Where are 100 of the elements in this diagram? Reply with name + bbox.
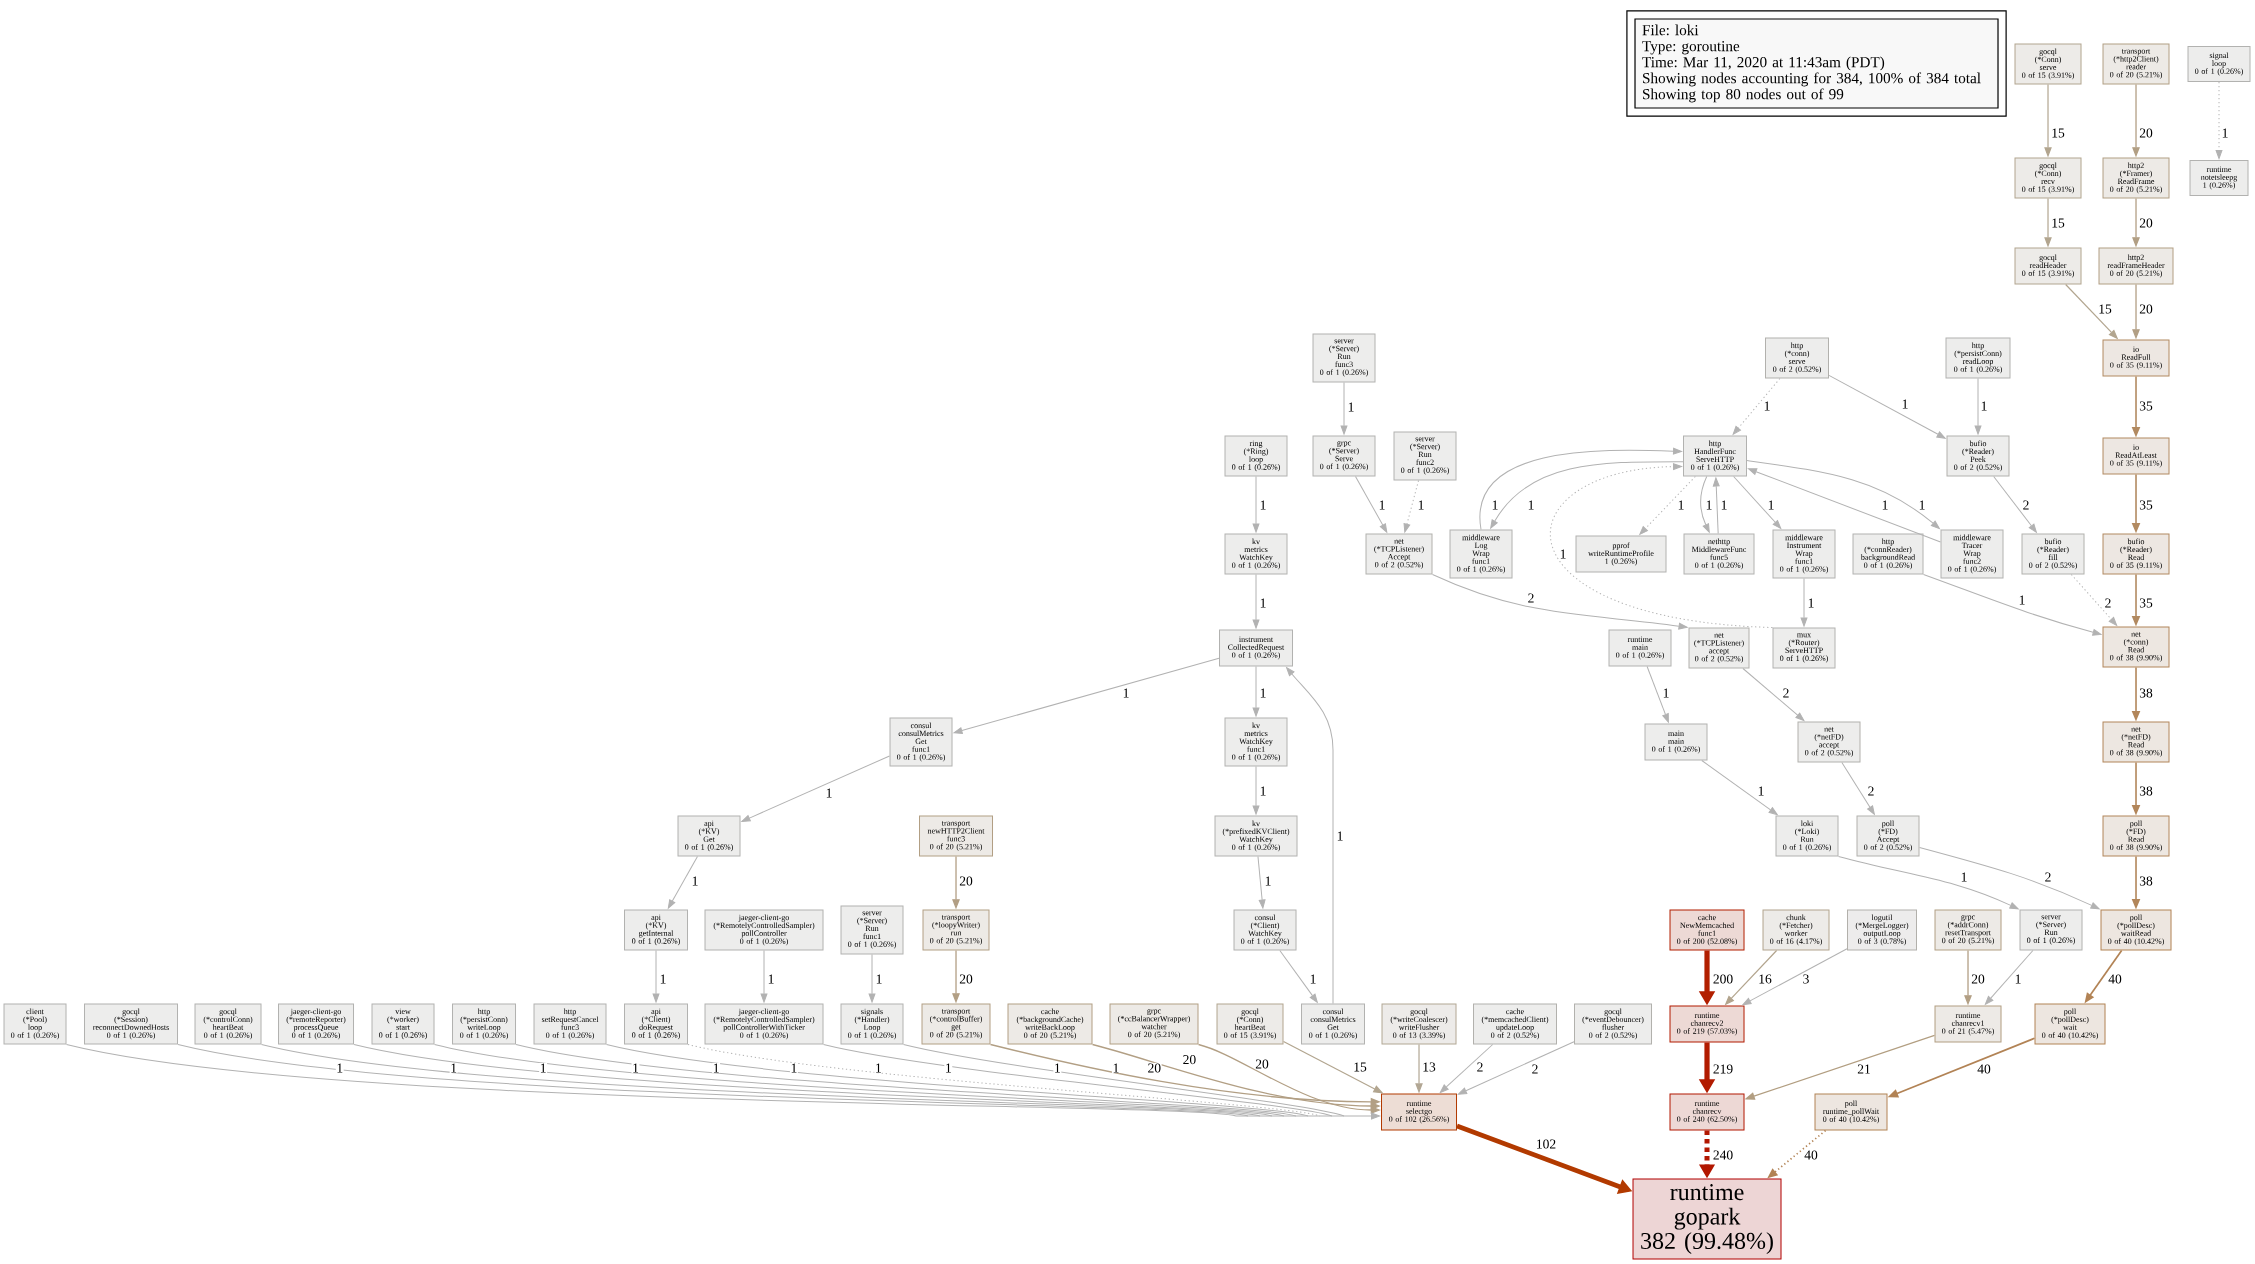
function-box: poll (*FD) Read 0 of 38 (9.90%) xyxy=(2102,815,2170,857)
function-box: instrument CollectedRequest 0 of 1 (0.26%) xyxy=(1219,629,1293,667)
arrow xyxy=(1984,950,2034,1005)
function-box: cache (*memcachedClient) updateLoop 0 of 2 (0.52%) xyxy=(1473,1003,1557,1045)
edge-label: 102 xyxy=(1535,1138,1557,1150)
arrow xyxy=(667,856,698,909)
function-box: transport newHTTP2Client func3 0 of 20 (5.21%) xyxy=(919,815,993,857)
edge-label: 1 xyxy=(2018,594,2026,606)
edge-label: 21 xyxy=(1856,1063,1872,1075)
edge-label: 1 xyxy=(1122,687,1130,699)
function-box: kv metrics WatchKey 0 of 1 (0.26%) xyxy=(1224,533,1288,575)
arrow xyxy=(1235,1112,1380,1120)
dotted-arrow xyxy=(1639,476,1696,535)
edge-label: 20 xyxy=(1970,973,1986,985)
edge-label: 2 xyxy=(1527,592,1535,604)
edge-label: 38 xyxy=(2138,687,2154,699)
edge-label: 1 xyxy=(1559,548,1567,560)
function-box: runtime selectgo 0 of 102 (26.56%) xyxy=(1381,1093,1457,1131)
arrow xyxy=(1252,666,1260,717)
edge-label: 1 xyxy=(2221,127,2229,139)
edge-label: 15 xyxy=(1352,1061,1368,1073)
function-box: jaeger-client-go (*RemotelyControlledSampler) pollController 0 of 1 (0.26%) xyxy=(704,909,824,951)
function-box: gocql (*eventDebouncer) flusher 0 of 2 (0.52%) xyxy=(1574,1003,1652,1045)
edge-label: 1 xyxy=(1491,499,1499,511)
function-box: net (*conn) Read 0 of 38 (9.90%) xyxy=(2102,626,2170,668)
arrow xyxy=(1355,476,1388,533)
function-box: http HandlerFunc ServeHTTP 0 of 1 (0.26%) xyxy=(1683,435,1747,477)
function-box: runtime notetsleepg 1 (0.26%) xyxy=(2189,160,2249,196)
edge-label: 240 xyxy=(1712,1149,1734,1161)
edge-label: 16 xyxy=(1757,973,1773,985)
function-box: transport (*http2Client) reader 0 of 20 (5.21%) xyxy=(2102,43,2170,85)
function-box: gocql (*controlConn) heartBeat 0 of 1 (0.26%) xyxy=(194,1003,262,1045)
edge-label: 1 xyxy=(1918,499,1926,511)
edge-label: 200 xyxy=(1712,973,1734,985)
function-box: runtime chanrecv 0 of 240 (62.50%) xyxy=(1669,1093,1745,1131)
edge-label: 1 xyxy=(1980,400,1988,412)
function-box: main main 0 of 1 (0.26%) xyxy=(1644,723,1708,761)
function-box: runtime main 0 of 1 (0.26%) xyxy=(1608,629,1672,667)
edge-label: 1 xyxy=(1417,499,1425,511)
function-box: jaeger-client-go (*remoteReporter) processQueue 0 of 1 (0.26%) xyxy=(278,1003,354,1045)
function-box: transport (*loopyWriter) run 0 of 20 (5.21%) xyxy=(922,909,990,951)
edge-label: 35 xyxy=(2138,400,2154,412)
function-box: middleware Log Wrap func1 0 of 1 (0.26%) xyxy=(1449,529,1513,579)
dotted-arrow xyxy=(2215,81,2223,159)
arrow xyxy=(953,657,1220,734)
function-box: mux (*Router) ServeHTTP 0 of 1 (0.26%) xyxy=(1772,627,1836,669)
arrow xyxy=(1252,476,1260,533)
function-box: middleware Tracer Wrap func2 0 of 1 (0.26%) xyxy=(1940,529,2004,579)
function-box: http2 (*Framer) ReadFrame 0 of 20 (5.21%) xyxy=(2102,157,2170,199)
function-box: ring (*Ring) loop 0 of 1 (0.26%) xyxy=(1224,435,1288,477)
function-box: poll (*FD) Accept 0 of 2 (0.52%) xyxy=(1856,815,1920,857)
edge-label: 1 xyxy=(1378,499,1386,511)
edge-label: 1 xyxy=(874,1062,883,1074)
function-box: bufio (*Reader) Read 0 of 35 (9.11%) xyxy=(2102,533,2170,575)
function-box: consul consulMetrics Get 0 of 1 (0.26%) xyxy=(1301,1003,1365,1045)
arrow xyxy=(1646,666,1669,723)
edge-label: 15 xyxy=(2050,127,2066,139)
edge-label: 1 xyxy=(1662,687,1670,699)
function-box: gocql (*Conn) serve 0 of 15 (3.91%) xyxy=(2014,43,2082,85)
arrow xyxy=(1279,950,1318,1003)
edge-label: 1 xyxy=(1767,499,1775,511)
edge-label: 40 xyxy=(1976,1063,1992,1075)
function-box: kv (*prefixedKVClient) WatchKey 0 of 1 (0.26%) xyxy=(1214,815,1298,857)
edge-label: 2 xyxy=(1476,1061,1484,1073)
dotted-arrow xyxy=(1550,463,1773,628)
edge-label: 20 xyxy=(1146,1062,1162,1074)
arrow xyxy=(1733,476,1782,529)
edge-label: 1 xyxy=(1720,499,1728,511)
function-box: io ReadAtLeast 0 of 35 (9.11%) xyxy=(2102,437,2170,475)
arrow xyxy=(1701,760,1778,816)
edge-label: 1 xyxy=(1881,499,1889,511)
arrow xyxy=(1286,667,1334,1004)
arrow xyxy=(1742,668,1805,721)
function-box: client (*Pool) loop 0 of 1 (0.26%) xyxy=(3,1003,67,1045)
function-box: nethttp MiddlewareFunc func5 0 of 1 (0.26%) xyxy=(1683,533,1755,575)
arrow xyxy=(1742,948,1848,1006)
arrow xyxy=(1340,382,1348,435)
function-box: transport (*controlBuffer) get 0 of 20 (5.21%) xyxy=(921,1003,991,1045)
function-box: grpc (*Server) Serve 0 of 1 (0.26%) xyxy=(1312,435,1376,477)
function-box: gocql (*Session) reconnectDownedHosts 0 of 1 (0.26%) xyxy=(84,1003,178,1045)
edge-label: 1 xyxy=(1336,830,1344,842)
function-box: poll (*pollDesc) wait 0 of 40 (10.42%) xyxy=(2034,1003,2106,1045)
info-box: File: loki Type: goroutine Time: Mar 11, 2020 at 11:43am (PDT) Showing nodes accounting for 384, 100% of 384 total Showing top 80 nodes out of 99 xyxy=(1626,10,2007,117)
function-box: signals (*Handler) Loop 0 of 1 (0.26%) xyxy=(840,1003,904,1045)
function-box: net (*netFD) Read 0 of 38 (9.90%) xyxy=(2102,721,2170,763)
edge-label: 1 xyxy=(691,875,699,887)
function-box: server (*Server) Run func3 0 of 1 (0.26%) xyxy=(1312,333,1376,383)
function-box: loki (*Loki) Run 0 of 1 (0.26%) xyxy=(1775,815,1839,857)
function-box: pprof writeRuntimeProfile 1 (0.26%) xyxy=(1575,535,1667,573)
arrow xyxy=(1828,374,1946,439)
function-box: net (*netFD) accept 0 of 2 (0.52%) xyxy=(1797,721,1861,763)
function-box: grpc (*addrConn) resetTransport 0 of 20 (5.21%) xyxy=(1934,909,2002,951)
arrow xyxy=(1252,574,1260,629)
arrow xyxy=(1457,1041,1575,1095)
function-box: http (*persistConn) writeLoop 0 of 1 (0.26%) xyxy=(452,1003,516,1045)
edge-label: 1 xyxy=(1259,687,1267,699)
function-box: gocql (*writeCoalescer) writeFlusher 0 of 13 (3.39%) xyxy=(1381,1003,1457,1045)
function-box: grpc (*ccBalancerWrapper) watcher 0 of 20 (5.21%) xyxy=(1109,1003,1199,1045)
edge-label: 1 xyxy=(1757,785,1765,797)
arrow xyxy=(1432,574,1688,630)
